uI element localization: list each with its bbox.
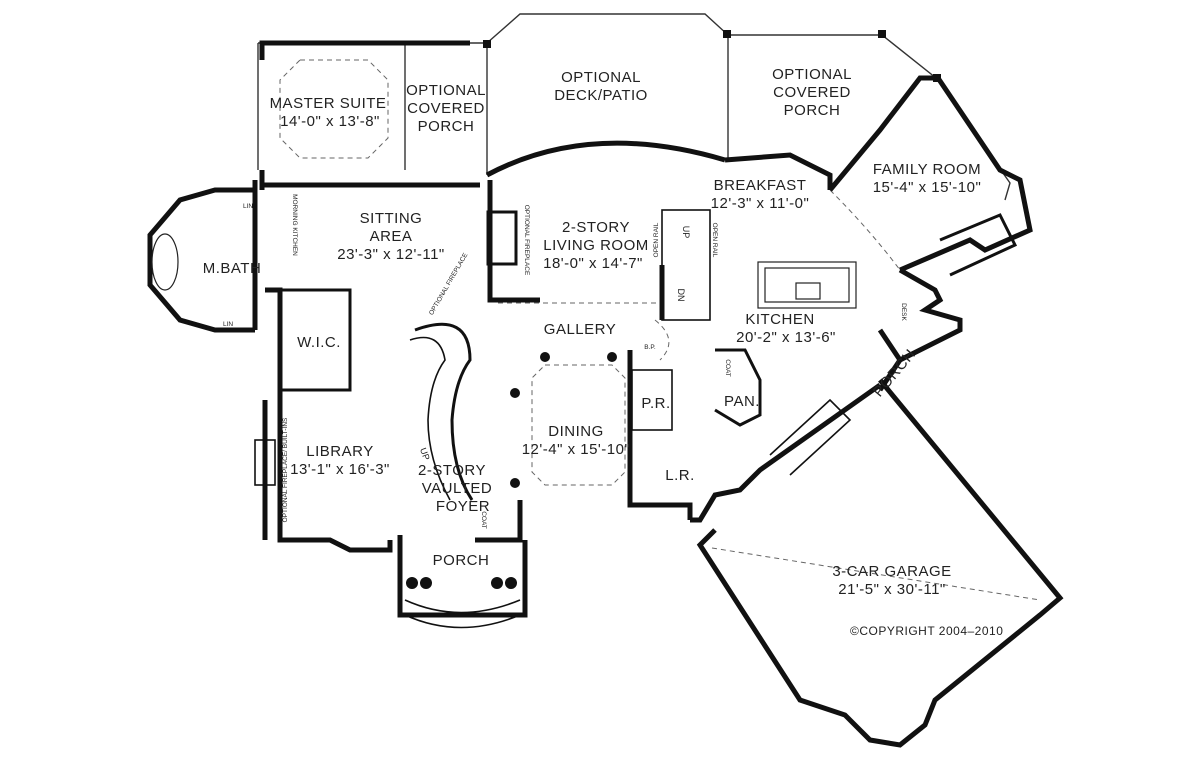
living-room-size: 18'-0" x 14'-7"	[543, 255, 643, 272]
stair-down-label: DN	[676, 289, 686, 302]
deck-patio-line2: DECK/PATIO	[554, 87, 648, 104]
library-size: 13'-1" x 16'-3"	[290, 461, 390, 478]
laundry-name: L.R.	[665, 467, 695, 484]
foyer-line2: VAULTED	[422, 480, 492, 497]
linen-top-label: LIN	[243, 203, 253, 210]
master-suite-name: MASTER SUITE	[270, 95, 387, 112]
library-name: LIBRARY	[306, 443, 373, 460]
covered-porch-right-line3: PORCH	[784, 102, 841, 119]
foyer-line1: 2-STORY	[418, 462, 486, 479]
open-rail-left-label: OPEN RAIL	[653, 222, 660, 257]
copyright-text: ©COPYRIGHT 2004–2010	[850, 624, 1003, 638]
covered-porch-right-line2: COVERED	[773, 84, 851, 101]
bp-label: B.P.	[644, 344, 656, 351]
exterior-walls	[147, 30, 1064, 748]
garage-name: 3-CAR GARAGE	[832, 563, 951, 580]
garage-size: 21'-5" x 30'-11"	[838, 581, 946, 598]
kitchen-coat-label: COAT	[724, 359, 731, 377]
deck-patio-line1: OPTIONAL	[561, 69, 641, 86]
master-bath-name: M.BATH	[203, 260, 262, 277]
powder-room-name: P.R.	[641, 395, 670, 412]
dining-name: DINING	[548, 423, 604, 440]
sitting-area-size: 23'-3" x 12'-11"	[337, 246, 445, 263]
living-room-line2: LIVING ROOM	[543, 237, 649, 254]
library-builtins-label: OPTIONAL FIREPLACE/ BUILT-INS	[282, 417, 289, 522]
foyer-line3: FOYER	[436, 498, 490, 515]
dining-size: 12'-4" x 15'-10"	[522, 441, 631, 458]
room-labels: MASTER SUITE 14'-0" x 13'-8" OPTIONAL CO…	[203, 66, 982, 598]
open-rail-right-label: OPEN RAIL	[711, 223, 718, 258]
sitting-area-line2: AREA	[370, 228, 413, 245]
foyer-coat-label: COAT	[480, 511, 487, 529]
gallery-name: GALLERY	[544, 321, 616, 338]
covered-porch-left-line3: PORCH	[418, 118, 475, 135]
family-room-name: FAMILY ROOM	[873, 161, 981, 178]
pantry-name: PAN.	[724, 393, 760, 410]
breakfast-name: BREAKFAST	[714, 177, 807, 194]
covered-porch-left-line1: OPTIONAL	[406, 82, 486, 99]
covered-porch-right-line1: OPTIONAL	[772, 66, 852, 83]
stair-up-label: UP	[681, 226, 691, 239]
family-room-size: 15'-4" x 15'-10"	[873, 179, 982, 196]
foyer-stair-up-label: UP	[418, 446, 432, 461]
covered-porch-left-line2: COVERED	[407, 100, 485, 117]
breakfast-size: 12'-3" x 11'-0"	[711, 195, 810, 212]
kitchen-size: 20'-2" x 13'-6"	[736, 329, 836, 346]
kitchen-name: KITCHEN	[745, 311, 814, 328]
optional-fireplace-living-label: OPTIONAL FIREPLACE	[523, 205, 530, 276]
morning-kitchen-label: MORNING KITCHEN	[291, 194, 298, 256]
linen-bottom-label: LIN	[223, 321, 233, 328]
wic-name: W.I.C.	[297, 334, 341, 351]
sitting-area-line1: SITTING	[360, 210, 423, 227]
master-suite-size: 14'-0" x 13'-8"	[280, 113, 380, 130]
front-porch-name: PORCH	[433, 552, 490, 569]
desk-label: DESK	[900, 303, 907, 321]
living-room-line1: 2-STORY	[562, 219, 630, 236]
